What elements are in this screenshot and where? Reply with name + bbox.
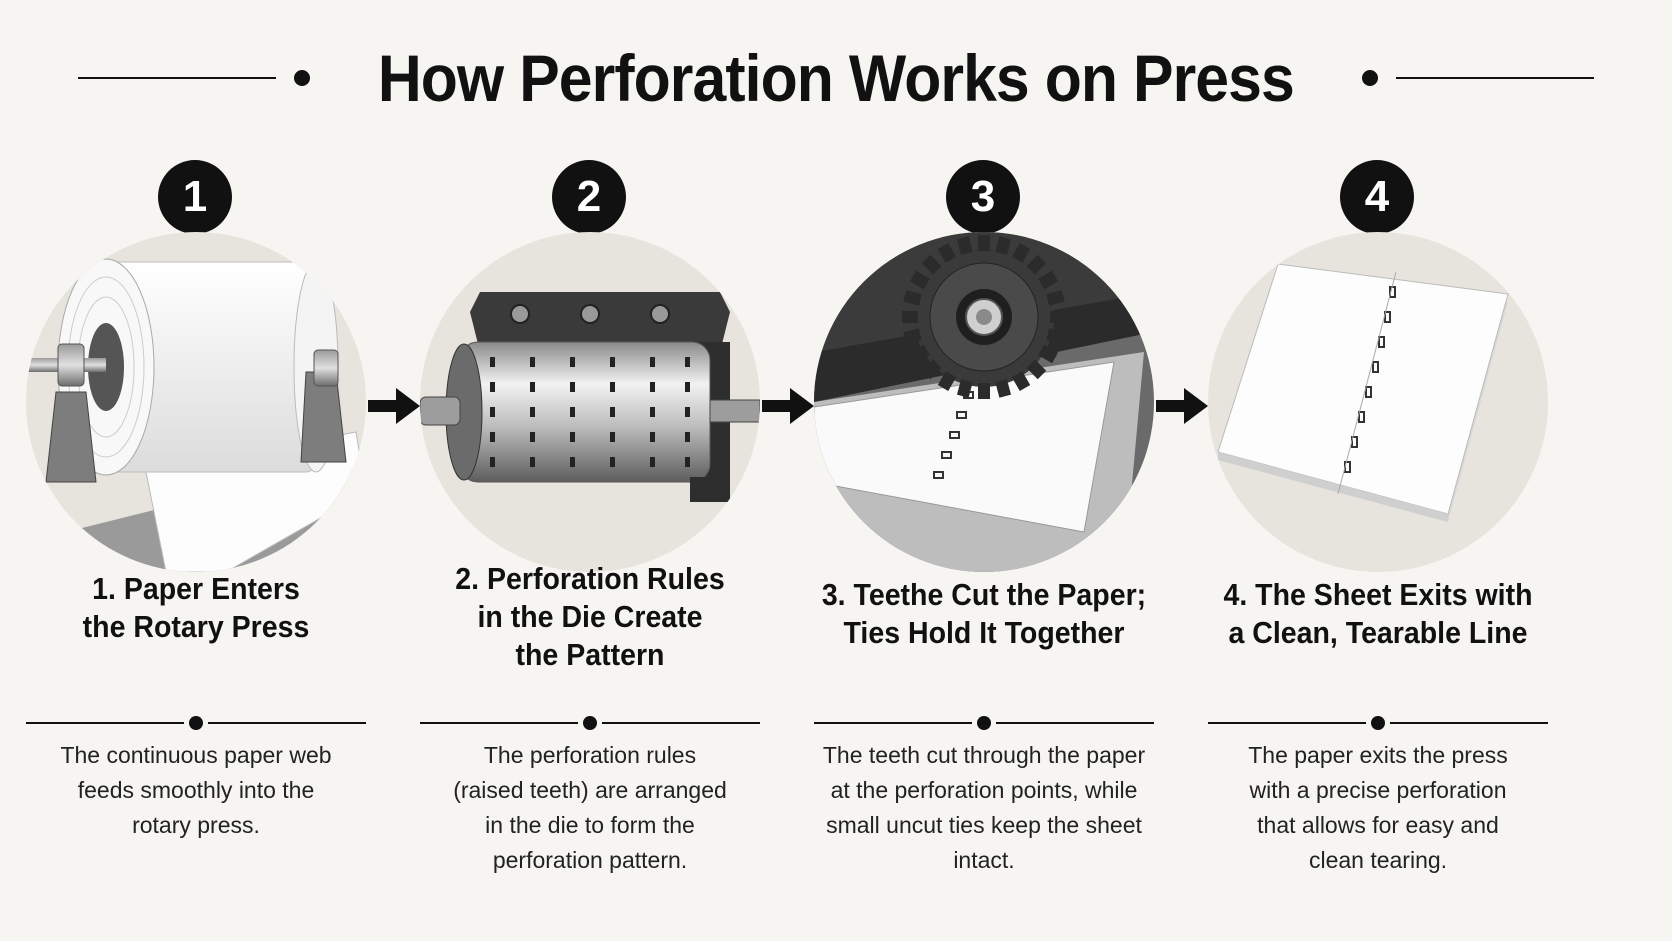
- step-1: 1 1. Paper Ent: [16, 160, 376, 920]
- step-description: The teeth cut through the paper at the p…: [822, 742, 1146, 873]
- step-title: 1. Paper Enters the Rotary Press: [82, 571, 310, 644]
- perforated-sheet-icon: [1217, 263, 1509, 522]
- arrow-right-icon: [1156, 388, 1208, 424]
- title-dot-right: [1361, 70, 1378, 86]
- page-title: How Perforation Works on Press: [377, 41, 1295, 115]
- step-number-badge: 4: [1340, 160, 1414, 234]
- title-line-left: [78, 77, 277, 79]
- step-title: 4. The Sheet Exits with a Clean, Tearabl…: [1223, 577, 1533, 650]
- step-number-badge: 1: [158, 160, 232, 234]
- toothed-wheel-cutting-icon: [814, 232, 1154, 572]
- step-title: 2. Perforation Rules in the Die Create t…: [455, 561, 725, 672]
- step-illustration: [26, 232, 366, 572]
- arrow-right-icon: [762, 388, 814, 424]
- step-description: The continuous paper web feeds smoothly …: [60, 742, 332, 838]
- step-3: 3: [804, 160, 1164, 920]
- step-description: The paper exits the press with a precise…: [1248, 742, 1508, 873]
- step-4: 4 4. The Sheet Exits with a Clean, Teara…: [1198, 160, 1558, 920]
- step-illustration: [1208, 232, 1548, 572]
- title-row: How Perforation Works on Press: [0, 28, 1672, 128]
- perforation-die-cylinder-icon: [420, 292, 760, 502]
- title-line-right: [1395, 77, 1594, 79]
- step-number-badge: 2: [552, 160, 626, 234]
- step-illustration: [814, 232, 1154, 572]
- step-description: The perforation rules (raised teeth) are…: [453, 742, 727, 873]
- title-dot-left: [294, 70, 311, 86]
- arrow-right-icon: [368, 388, 420, 424]
- step-divider: [420, 716, 760, 730]
- step-2: 2: [410, 160, 770, 920]
- step-divider: [26, 716, 366, 730]
- step-divider: [1208, 716, 1548, 730]
- step-illustration: [420, 232, 760, 572]
- step-number-badge: 3: [946, 160, 1020, 234]
- paper-roll-icon: [26, 258, 366, 572]
- step-title: 3. Teethe Cut the Paper; Ties Hold It To…: [821, 577, 1147, 650]
- step-divider: [814, 716, 1154, 730]
